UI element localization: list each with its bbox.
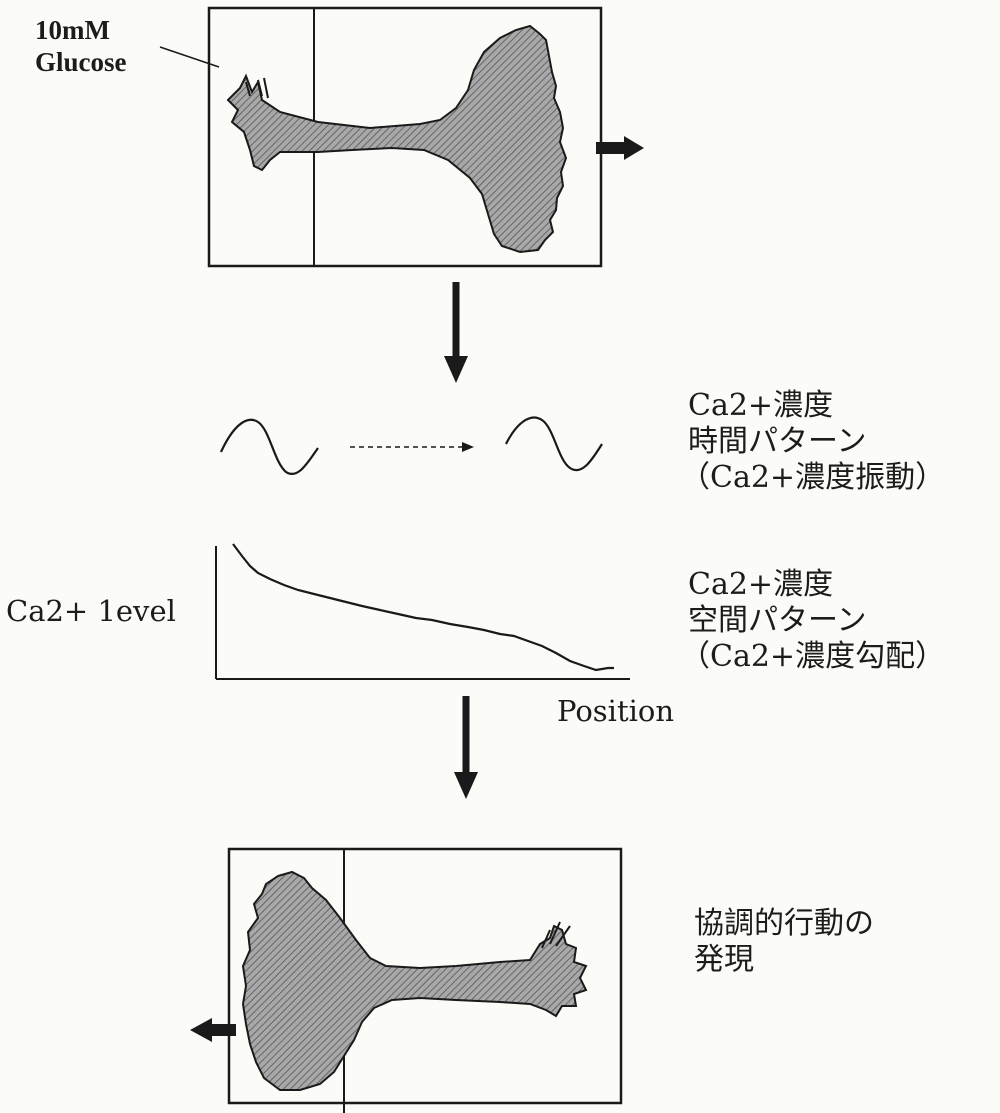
temporal-pattern-label: Ca2+濃度 時間パターン （Ca2+濃度振動） bbox=[688, 388, 945, 496]
glucose-stimulus-label: 10mM Glucose bbox=[35, 14, 127, 78]
glucose-concentration: 10mM bbox=[35, 14, 127, 46]
oscillation-waves bbox=[221, 417, 602, 473]
temporal-line-3: （Ca2+濃度振動） bbox=[680, 460, 945, 496]
y-axis-label: Ca2+ 1evel bbox=[6, 594, 176, 628]
wave-left bbox=[221, 420, 318, 474]
top-movement-arrow bbox=[596, 136, 644, 160]
spatial-line-2: 空間パターン bbox=[688, 603, 945, 639]
bottom-cell-panel bbox=[190, 849, 621, 1113]
outcome-label: 協調的行動の 発現 bbox=[694, 906, 874, 978]
x-axis-label: Position bbox=[557, 694, 674, 728]
gradient-plot bbox=[216, 544, 630, 679]
spatial-pattern-label: Ca2+濃度 空間パターン （Ca2+濃度勾配） bbox=[688, 567, 945, 675]
temporal-line-2: 時間パターン bbox=[688, 424, 945, 460]
outcome-line-2: 発現 bbox=[694, 942, 874, 978]
temporal-line-1: Ca2+濃度 bbox=[688, 388, 945, 424]
top-plasmodium bbox=[228, 26, 566, 252]
spatial-line-3: （Ca2+濃度勾配） bbox=[680, 639, 945, 675]
outcome-line-1: 協調的行動の bbox=[694, 906, 874, 942]
flow-arrow-1 bbox=[444, 282, 468, 383]
gradient-curve bbox=[233, 544, 614, 670]
wave-right bbox=[506, 417, 602, 470]
bottom-plasmodium bbox=[243, 872, 586, 1090]
top-cell-panel bbox=[160, 8, 644, 266]
time-arrow-head bbox=[462, 442, 474, 452]
spatial-line-1: Ca2+濃度 bbox=[688, 567, 945, 603]
flow-arrow-2 bbox=[454, 696, 478, 799]
glucose-name: Glucose bbox=[35, 46, 127, 78]
